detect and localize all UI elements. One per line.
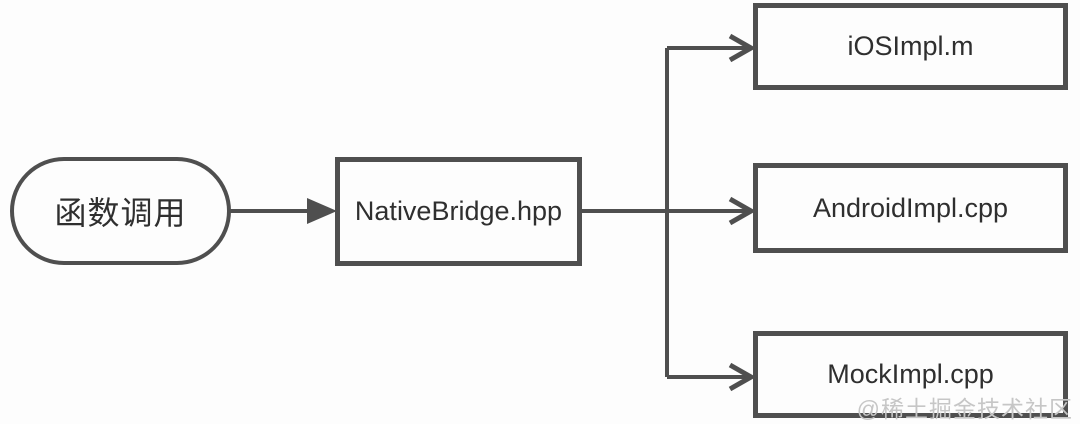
node-function-call-label: 函数调用 xyxy=(54,195,187,231)
arrowhead-chevron-mock xyxy=(728,362,757,392)
arrowhead-triangle-bridge xyxy=(307,198,337,224)
node-android-impl-label: AndroidImpl.cpp xyxy=(812,192,1009,223)
node-android-impl: AndroidImpl.cpp xyxy=(753,163,1068,253)
node-ios-impl-label: iOSImpl.m xyxy=(847,31,974,61)
node-mock-impl-label: MockImpl.cpp xyxy=(827,359,994,389)
node-native-bridge: NativeBridge.hpp xyxy=(335,157,582,266)
node-mock-impl: MockImpl.cpp xyxy=(753,331,1068,418)
node-native-bridge-label: NativeBridge.hpp xyxy=(354,196,563,226)
node-function-call: 函数调用 xyxy=(10,157,231,265)
arrowhead-chevron-android xyxy=(728,196,757,226)
arrowhead-chevron-ios xyxy=(728,33,757,63)
node-ios-impl: iOSImpl.m xyxy=(753,3,1068,90)
